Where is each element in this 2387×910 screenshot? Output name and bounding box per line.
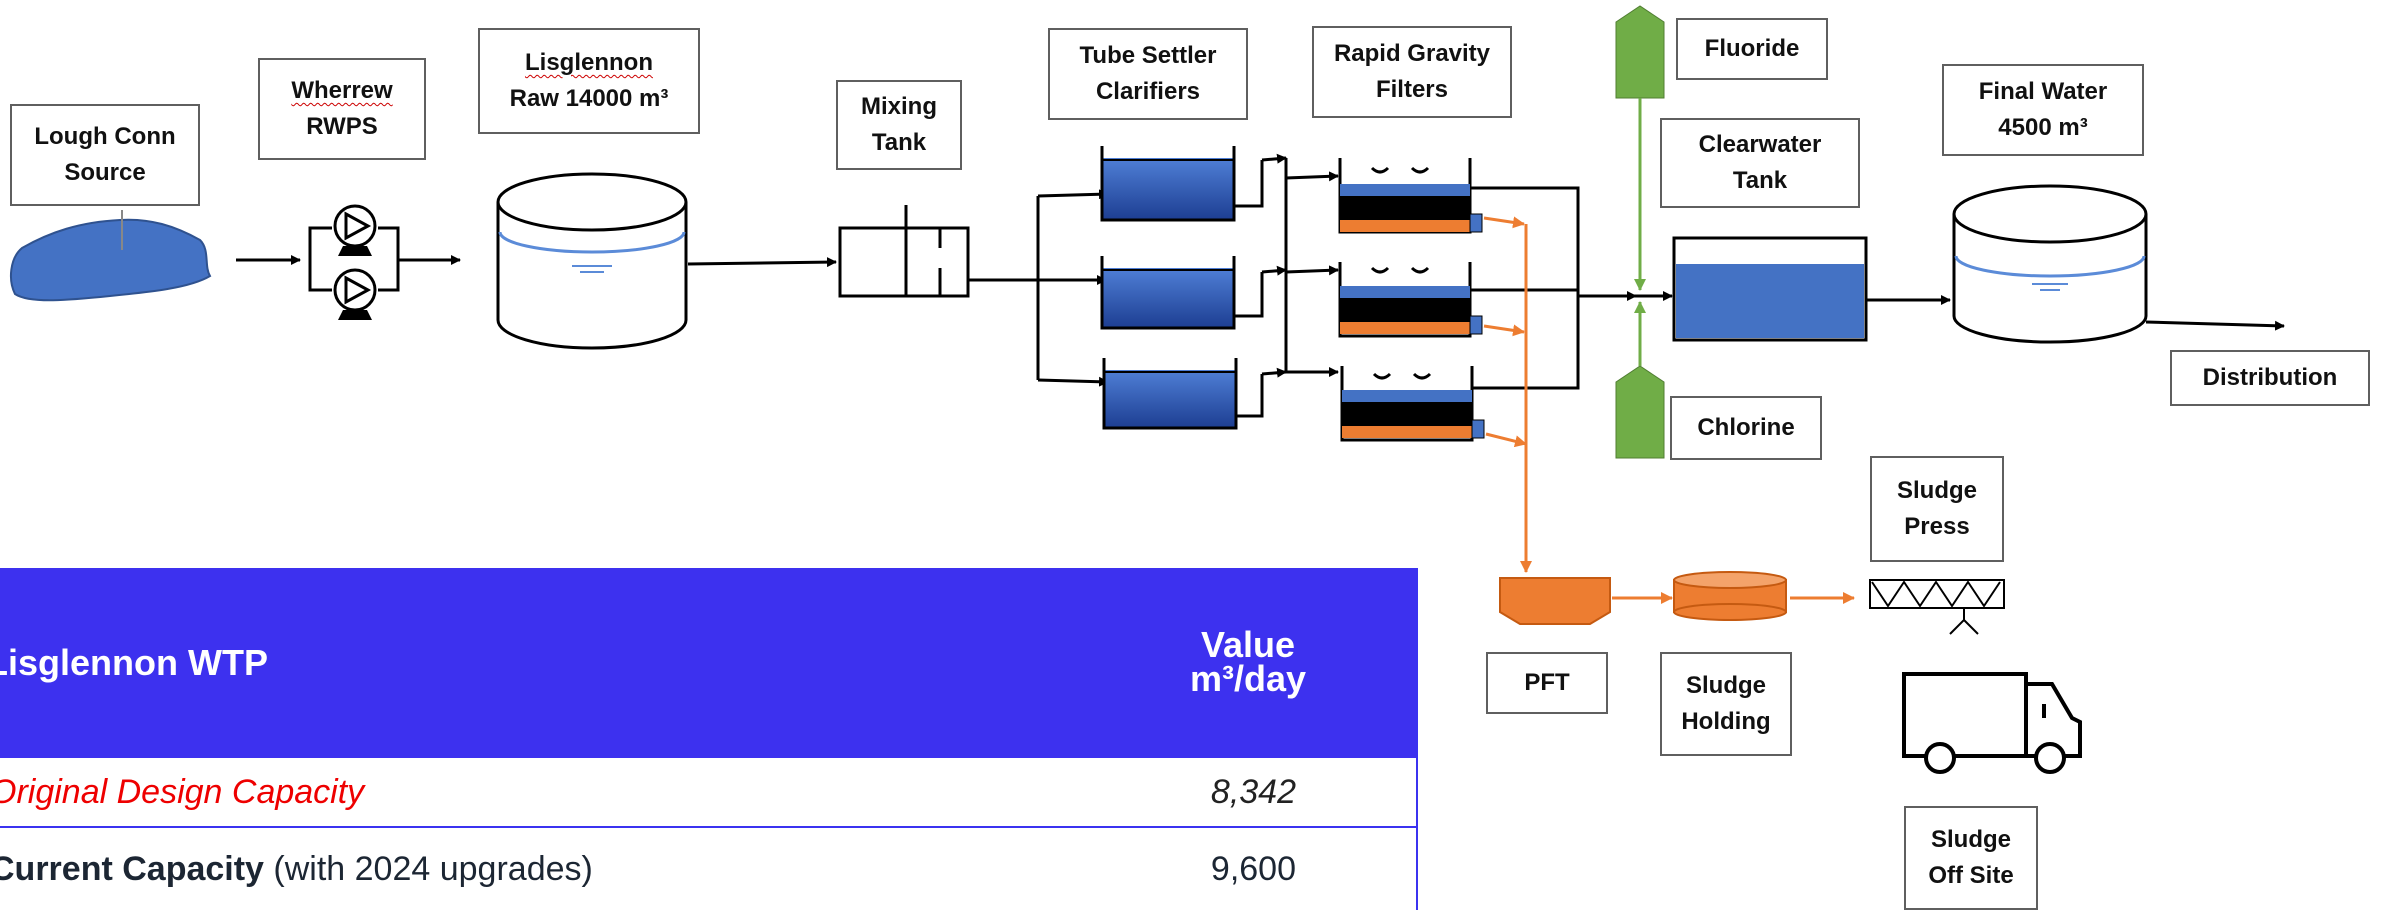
table-header: Lisglennon WTP Value m³/day — [0, 568, 1416, 758]
rapid-gravity-filter — [1338, 158, 1483, 234]
sludge-holding-tank — [1673, 571, 1787, 621]
chlorine-dosing-icon — [1615, 365, 1665, 459]
clearwater-tank — [1672, 236, 1868, 342]
header-value: Value m³/day — [1190, 624, 1307, 699]
label-chlorine: Chlorine — [1670, 396, 1822, 460]
pump-icon — [333, 204, 377, 256]
label-pft: PFT — [1486, 652, 1608, 714]
table-row: Current Capacity (with 2024 upgrades) 9,… — [0, 828, 1416, 910]
lake-icon — [9, 218, 212, 302]
final-water-tank — [1952, 184, 2148, 344]
pump-icon — [333, 268, 377, 320]
capacity-table: Lisglennon WTP Value m³/day Original Des… — [0, 568, 1418, 910]
mixing-tank — [838, 205, 970, 298]
label-distribution: Distribution — [2170, 350, 2370, 406]
row-current-capacity: Current Capacity (with 2024 upgrades) — [0, 850, 593, 888]
sludge-press-icon — [1869, 579, 2005, 635]
clarifier — [1100, 256, 1236, 330]
raw-water-tank — [496, 172, 688, 350]
pft-tank — [1499, 577, 1611, 625]
label-fluoride: Fluoride — [1676, 18, 1828, 80]
clarifier — [1100, 146, 1236, 222]
table-row: Original Design Capacity 8,342 — [0, 758, 1416, 828]
rapid-gravity-filter — [1340, 366, 1485, 442]
header-plant-name: Lisglennon WTP — [0, 642, 268, 683]
row-original-design-capacity: Original Design Capacity — [0, 773, 365, 811]
row-current-capacity-value: 9,600 — [1210, 850, 1296, 888]
fluoride-dosing-icon — [1615, 5, 1665, 99]
truck-icon — [1902, 672, 2082, 774]
clarifier — [1102, 358, 1238, 430]
row-original-design-value: 8,342 — [1210, 773, 1296, 811]
rapid-gravity-filter — [1338, 262, 1483, 338]
